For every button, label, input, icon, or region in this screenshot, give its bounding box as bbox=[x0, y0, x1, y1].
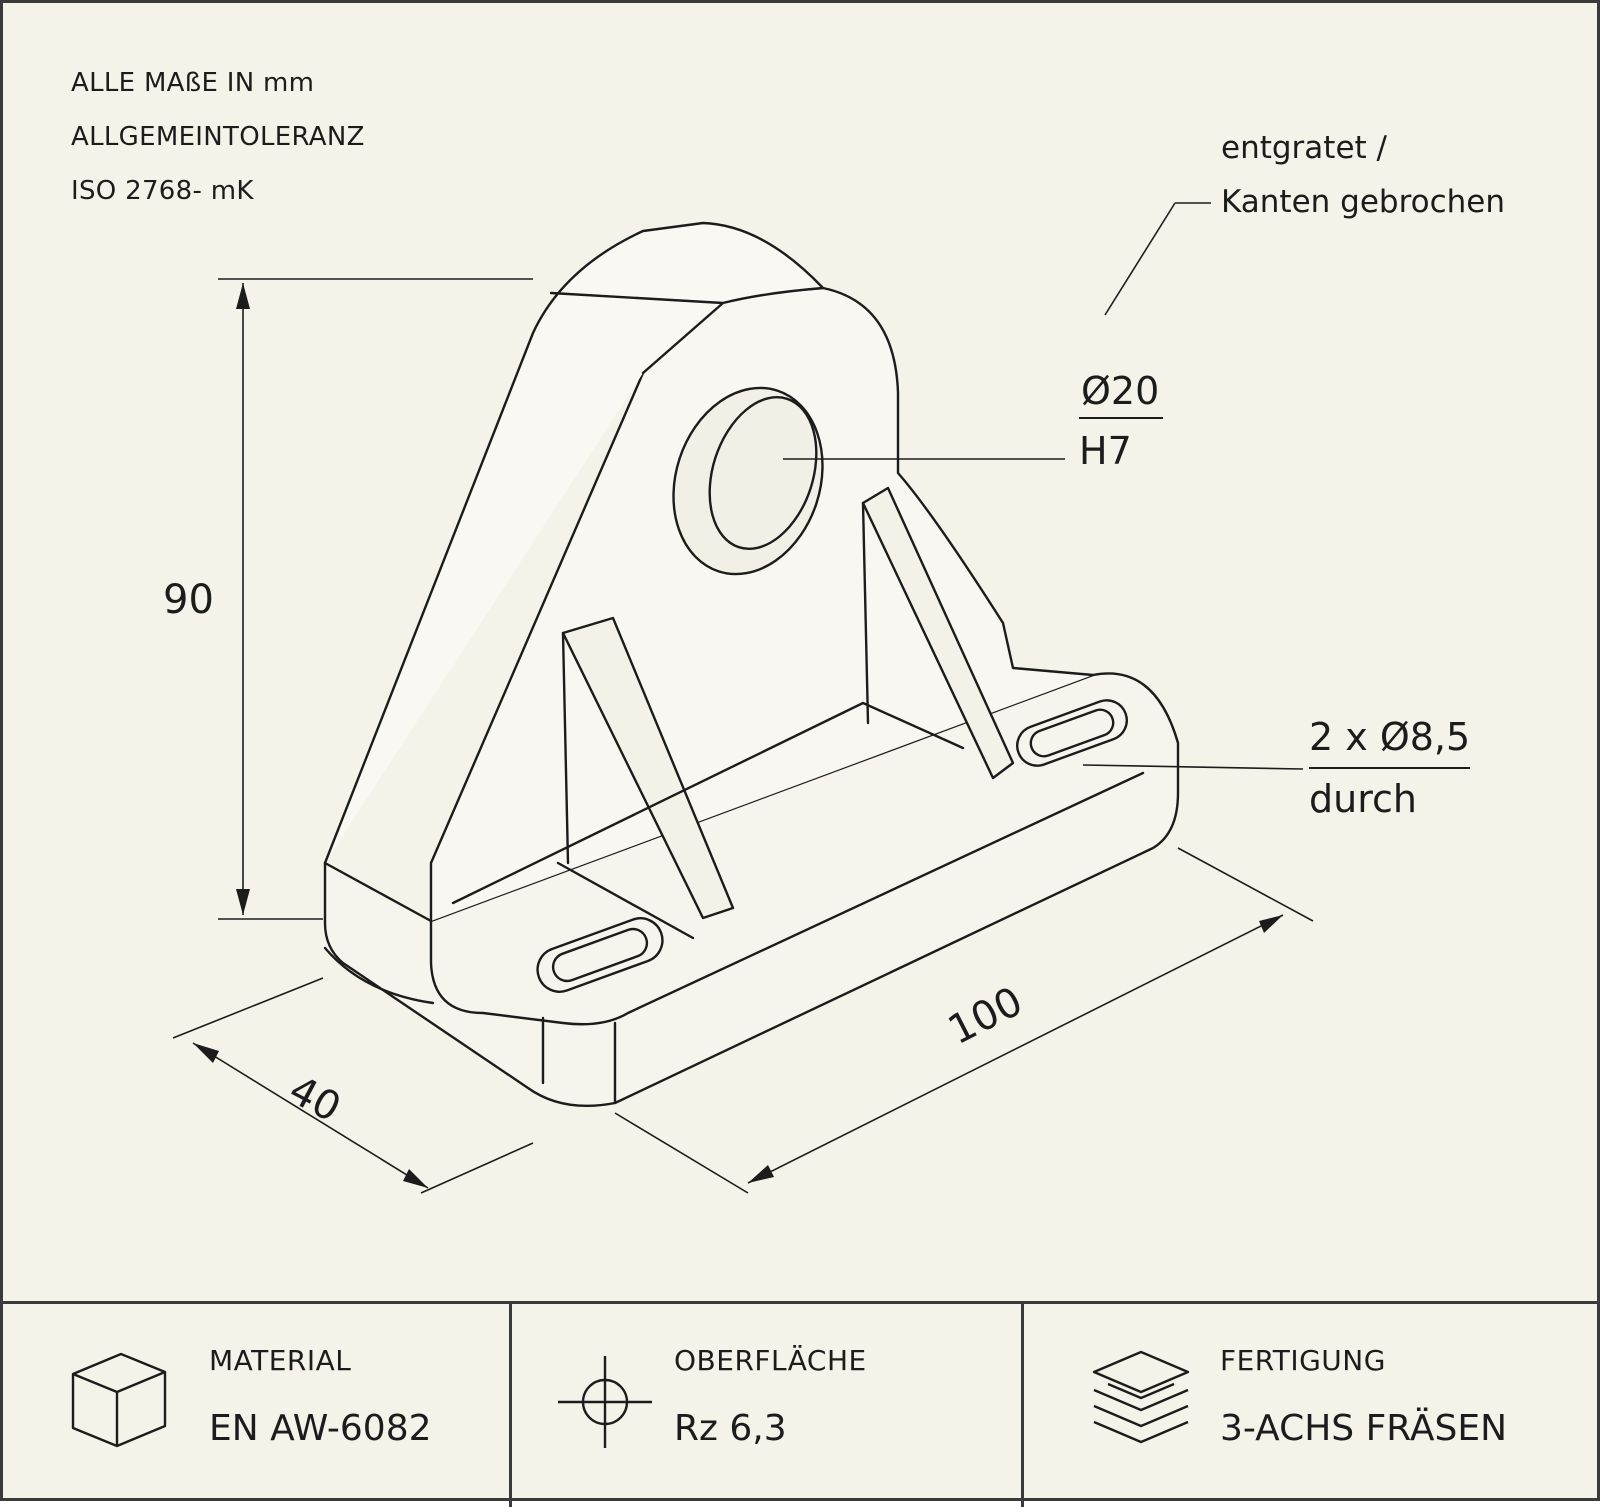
info-surface-value: Rz 6,3 bbox=[674, 1408, 787, 1449]
dim-100-line bbox=[747, 914, 1284, 1184]
upright-left-edge bbox=[323, 861, 433, 923]
slots-through: durch bbox=[1309, 777, 1417, 821]
inner-fillet bbox=[451, 701, 965, 905]
dimension-height: 90 bbox=[163, 577, 214, 623]
base-plate-top-edge bbox=[429, 771, 1145, 1026]
bore-callout: Ø20 H7 bbox=[1079, 369, 1164, 473]
info-manufacturing-value: 3-ACHS FRÄSEN bbox=[1220, 1408, 1508, 1449]
base-plate-side bbox=[323, 946, 435, 1005]
note-iso: ISO 2768- mK bbox=[71, 176, 254, 206]
rib-left-edge bbox=[561, 631, 570, 865]
isometric-part-drawing bbox=[172, 202, 1314, 1194]
note-tolerance: ALLGEMEINTOLERANZ bbox=[71, 122, 365, 152]
title-block: MATERIAL EN AW-6082 OBERFLÄCHE Rz 6,3 bbox=[3, 1301, 1600, 1507]
info-material-value: EN AW-6082 bbox=[209, 1408, 432, 1449]
dim-100-arrow-1 bbox=[748, 1165, 774, 1183]
dim-40-arrow-1 bbox=[193, 1043, 219, 1063]
rib-left bbox=[561, 616, 735, 920]
rib-right-edge bbox=[861, 501, 870, 725]
dim-40-line bbox=[192, 1042, 429, 1189]
base-plate bbox=[323, 672, 1180, 1108]
upright-top-face bbox=[323, 221, 825, 865]
surface-crosshair-icon bbox=[558, 1356, 652, 1448]
inner-fillet-2 bbox=[556, 861, 695, 940]
layers-icon bbox=[1092, 1350, 1190, 1444]
bore-hole bbox=[672, 386, 824, 576]
dim-100-arrow-2 bbox=[1259, 915, 1283, 933]
slots-diameter: 2 x Ø8,5 bbox=[1309, 715, 1471, 769]
dim-100-ext-2 bbox=[1177, 847, 1314, 922]
general-notes: ALLE MAßE IN mm ALLGEMEINTOLERANZ ISO 27… bbox=[71, 65, 365, 227]
upright-top-chamfer bbox=[549, 291, 725, 305]
slots-leader bbox=[1082, 764, 1304, 770]
deburr-leader-1 bbox=[1104, 202, 1176, 316]
info-material: MATERIAL EN AW-6082 bbox=[3, 1304, 509, 1507]
note-units: ALLE MAßE IN mm bbox=[71, 68, 315, 98]
info-surface: OBERFLÄCHE Rz 6,3 bbox=[509, 1304, 1021, 1507]
rib-right bbox=[861, 486, 1015, 780]
bore-tolerance: H7 bbox=[1079, 429, 1132, 473]
dim-90-arrow-bottom bbox=[236, 889, 250, 915]
dim-40-ext-2 bbox=[420, 1142, 534, 1194]
dim-100-ext-1 bbox=[614, 1112, 749, 1194]
info-material-label: MATERIAL bbox=[209, 1344, 352, 1377]
info-manufacturing-label: FERTIGUNG bbox=[1220, 1344, 1386, 1377]
info-manufacturing: FERTIGUNG 3-ACHS FRÄSEN bbox=[1021, 1304, 1600, 1507]
dim-90-arrow-top bbox=[236, 283, 250, 309]
bore-hole-inner bbox=[708, 396, 818, 550]
deburr-line2: Kanten gebrochen bbox=[1221, 184, 1506, 220]
slots-callout: 2 x Ø8,5 durch bbox=[1309, 715, 1471, 821]
dim-40-arrow-2 bbox=[403, 1169, 428, 1188]
deburr-line1: entgratet / bbox=[1221, 130, 1387, 166]
slot-rear bbox=[1016, 699, 1128, 767]
cube-icon bbox=[71, 1352, 167, 1448]
dim-40-ext-1 bbox=[172, 977, 324, 1039]
slot-front bbox=[536, 917, 664, 993]
deburr-callout: entgratet / Kanten gebrochen bbox=[1221, 121, 1505, 229]
bore-diameter: Ø20 bbox=[1079, 369, 1164, 419]
info-surface-label: OBERFLÄCHE bbox=[674, 1344, 867, 1377]
